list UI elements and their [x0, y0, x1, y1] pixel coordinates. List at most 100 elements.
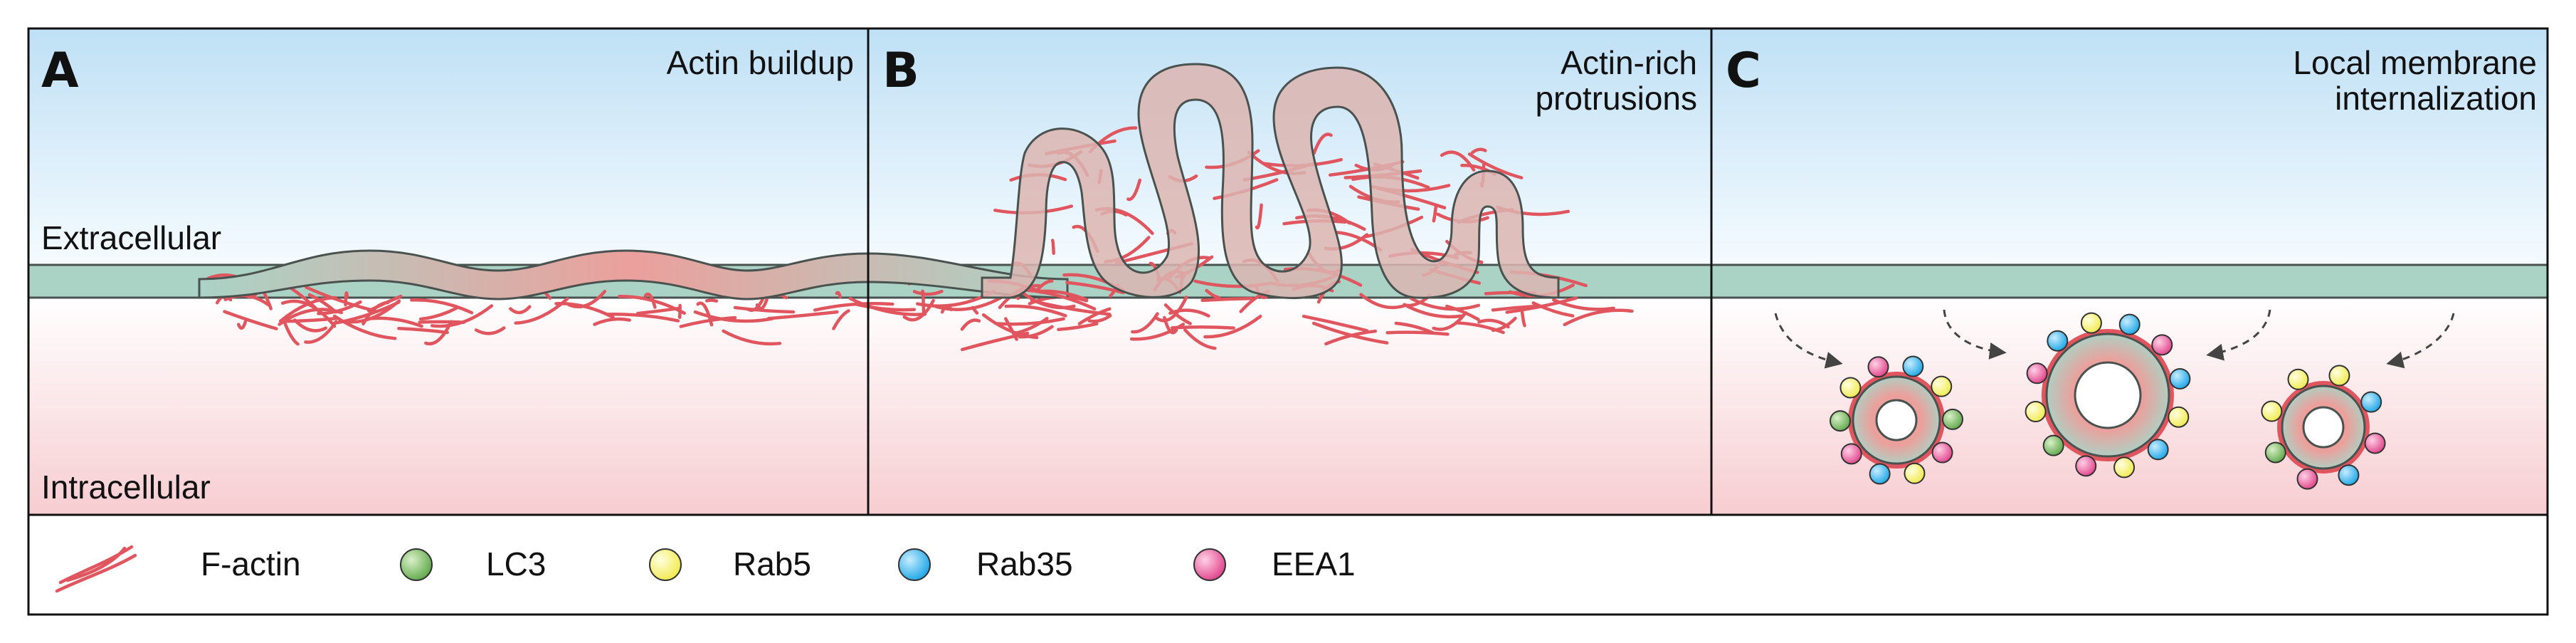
- f-actin-filament: [418, 320, 466, 324]
- panel-b-title-line2: protrusions: [1535, 80, 1697, 117]
- f-actin-filament: [1126, 178, 1142, 202]
- protein-marker-dot: [2338, 464, 2360, 486]
- f-actin-filament: [305, 286, 377, 313]
- f-actin-filament: [1520, 310, 1526, 328]
- panel-c-title-line1: Local membrane: [2293, 44, 2537, 81]
- f-actin-filament: [902, 298, 935, 322]
- f-actin-filament: [509, 305, 532, 315]
- protein-marker-dot: [1839, 377, 1862, 399]
- arrow-to-vesicle-2: [1943, 309, 2007, 360]
- f-actin-filament: [848, 297, 927, 316]
- protein-marker-dot: [2025, 401, 2047, 423]
- f-actin-filament: [397, 326, 449, 335]
- f-actin-filament: [1087, 314, 1112, 323]
- f-actin-filament: [1163, 303, 1192, 325]
- f-actin-filament: [643, 292, 657, 309]
- f-actin-filament: [278, 296, 337, 323]
- f-actin-filament: [1065, 281, 1125, 295]
- protein-marker-dot: [2118, 313, 2140, 335]
- protein-marker-dot: [2261, 400, 2283, 422]
- extracellular-label: Extracellular: [41, 219, 221, 256]
- f-actin-filament: [1491, 304, 1541, 312]
- f-actin-filament: [766, 310, 839, 320]
- arrow-to-vesicle-3: [2386, 313, 2455, 369]
- protein-marker-dot: [1840, 443, 1862, 465]
- vesicle-lumen: [1875, 399, 1918, 441]
- f-actin-filament: [1004, 317, 1018, 341]
- panel-b-letter: B: [882, 43, 919, 99]
- f-actin-filament: [961, 331, 1030, 352]
- f-actin-filament: [1004, 304, 1067, 318]
- f-actin-filament: [679, 315, 737, 328]
- protein-marker-dot: [2075, 455, 2097, 477]
- f-actin-filament: [1030, 299, 1112, 316]
- f-actin-filament: [912, 289, 944, 296]
- protein-marker-dot: [2168, 406, 2190, 428]
- legend-rab35: Rab35: [898, 545, 1073, 582]
- f-actin-filament: [1035, 289, 1089, 302]
- f-actin-filament: [567, 289, 607, 309]
- f-actin-filament: [1467, 152, 1524, 179]
- protein-marker-dot: [2360, 391, 2382, 413]
- legend-box: [27, 513, 2549, 616]
- rab35-dot-icon: [898, 548, 931, 581]
- f-actin-filament: [1445, 304, 1480, 321]
- f-actin-filament: [282, 316, 339, 323]
- f-actin-filament: [1077, 307, 1112, 325]
- f-actin-filament: [304, 320, 338, 344]
- lc3-dot-icon: [400, 548, 433, 581]
- f-actin-filament: [1155, 296, 1188, 323]
- legend-rab5: Rab5: [649, 545, 811, 582]
- f-actin-filament: [733, 305, 796, 314]
- f-actin-filament: [606, 313, 680, 323]
- protein-marker-dot: [2113, 456, 2136, 479]
- legend-label-rab35: Rab35: [976, 545, 1073, 582]
- f-actin-filament: [1050, 239, 1055, 255]
- f-actin-filament: [995, 317, 1065, 326]
- intracellular-label: Intracellular: [41, 469, 211, 506]
- legend-label-f-actin: F-actin: [201, 545, 301, 582]
- protein-marker-dot: [2080, 312, 2102, 334]
- vesicle-lumen: [2074, 361, 2142, 429]
- protein-marker-dot: [2042, 434, 2064, 456]
- f-actin-filament: [293, 318, 328, 333]
- f-actin-filament: [1477, 318, 1510, 329]
- f-actin-filament: [317, 300, 362, 315]
- f-actin-filament: [1255, 203, 1263, 230]
- f-actin-filament: [410, 298, 474, 315]
- f-actin-filament: [1168, 308, 1210, 318]
- f-actin-filament: [1302, 314, 1369, 333]
- f-actin-filament: [1505, 296, 1578, 314]
- arrow-to-vesicle-1: [1774, 313, 1843, 369]
- f-actin-filament: [418, 305, 460, 321]
- protein-marker-dot: [1902, 355, 1924, 377]
- f-actin-filament: [1163, 315, 1178, 335]
- f-actin-filament: [282, 319, 300, 346]
- f-actin-filament: [1403, 303, 1464, 319]
- f-actin-filament: [288, 286, 321, 313]
- f-actin-filament: [618, 294, 686, 315]
- protein-marker-dot: [1904, 462, 1926, 484]
- f-actin-filament: [1409, 297, 1481, 311]
- f-actin-filament: [593, 317, 631, 326]
- protein-marker-dot: [1867, 356, 1889, 378]
- f-actin-filament: [755, 295, 770, 310]
- f-actin-filament: [696, 301, 714, 327]
- panel-b-protrusion-outline: [981, 63, 1560, 300]
- f-actin-filament: [813, 302, 894, 312]
- legend-label-rab5: Rab5: [733, 545, 811, 582]
- f-actin-filament: [344, 291, 349, 307]
- f-actin-filament: [1129, 323, 1186, 341]
- panel-a-title: Actin buildup: [667, 44, 854, 81]
- legend-label-lc3: LC3: [486, 545, 546, 582]
- f-actin-filament: [1359, 293, 1408, 310]
- f-actin-filament: [1205, 288, 1221, 300]
- protein-marker-dot: [2296, 468, 2318, 490]
- panel-c-letter: C: [1726, 43, 1761, 99]
- protein-marker-dot: [1931, 375, 1953, 397]
- f-actin-filament: [332, 314, 397, 340]
- f-actin-filament: [1440, 150, 1476, 172]
- f-actin-filament: [1563, 308, 1634, 327]
- protein-marker-dot: [2047, 330, 2069, 352]
